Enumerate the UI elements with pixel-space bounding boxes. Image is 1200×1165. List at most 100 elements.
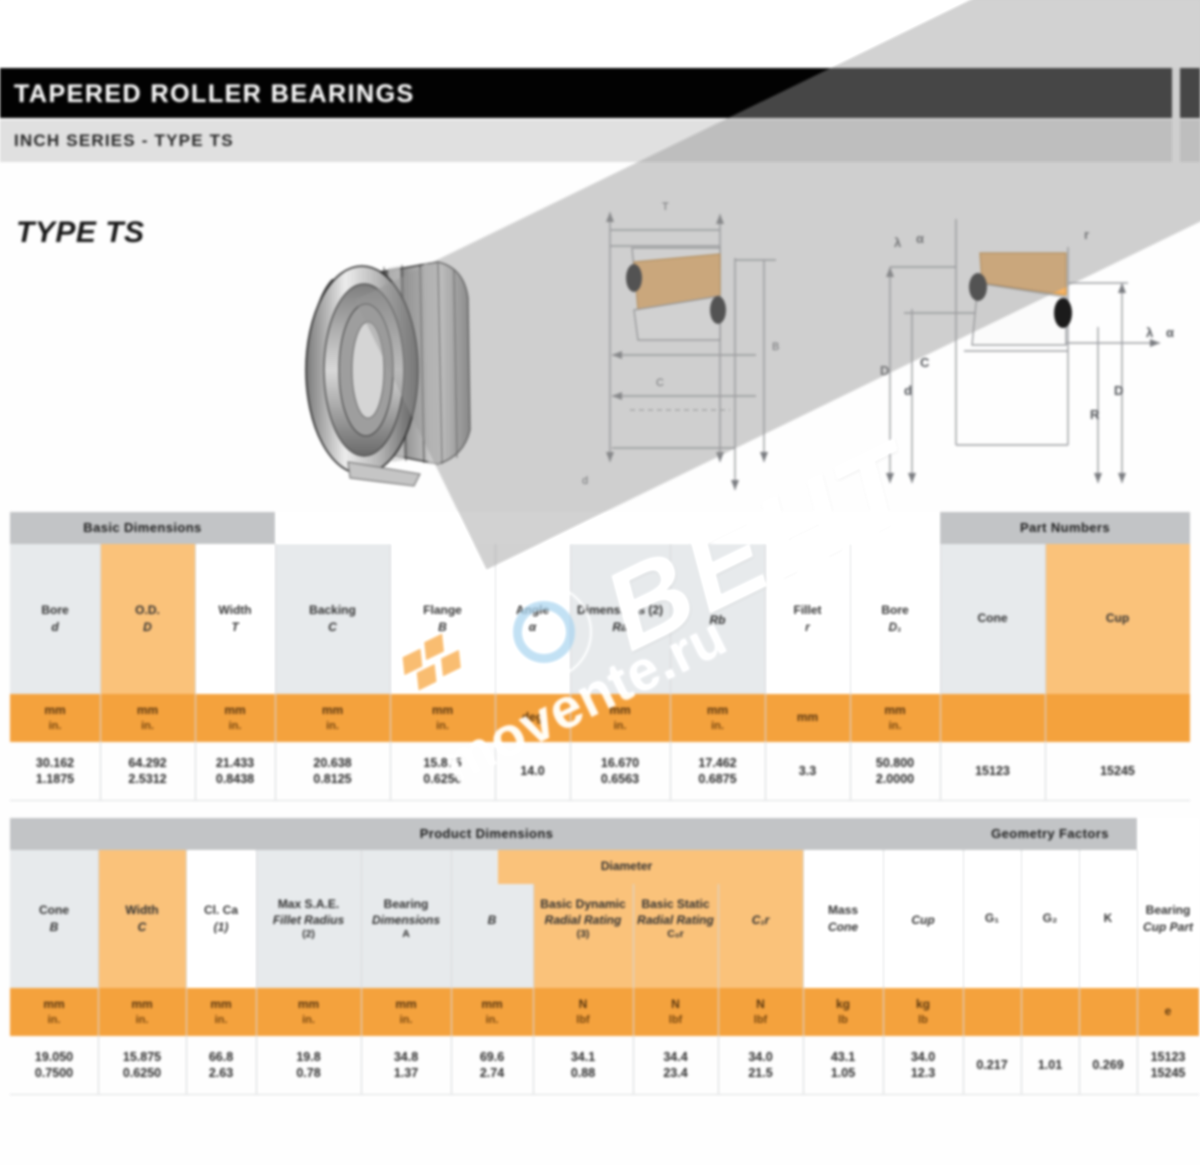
svg-text:λ: λ [1146,325,1154,340]
table-column-divider [100,544,101,800]
table-unit-cell [963,988,1021,1036]
table-column-divider [765,544,766,800]
table-data-cell: 0.217 [976,1058,1008,1072]
svg-text:C: C [656,377,664,389]
svg-text:d: d [582,475,588,487]
table-column-divider [390,544,391,800]
table-column-divider [98,850,99,1094]
table-column-divider [451,850,452,1094]
table-column-divider [963,850,964,1094]
table-unit-cell [940,694,1045,742]
table-column-header: Cup [1045,544,1190,694]
table-data-cell: 0.269 [1092,1058,1124,1072]
table-column-divider [883,850,884,1094]
table-column-divider [495,544,496,800]
table-column-divider [850,544,851,800]
table-column-header: K [1079,850,1137,988]
table-column-divider [1045,544,1046,800]
table-data-cell: 14.0 [520,764,545,778]
table-column-divider [1021,850,1022,1094]
table-subgroup-header: Diameter [498,850,755,884]
table-column-divider [195,544,196,800]
title-bar-right-stub [1180,68,1200,118]
table-column-divider [186,850,187,1094]
table-group-header [275,512,940,544]
svg-text:α: α [916,231,924,246]
table-group-header: Basic Dimensions [10,512,275,544]
table-column-header: Rb [670,544,765,694]
table-unit-cell [1021,988,1079,1036]
table-data-cell: 15245 [1100,764,1135,778]
table-unit-cell: e [1164,1004,1172,1019]
table-column-divider [633,850,634,1094]
table-unit-cell [1045,694,1190,742]
table-column-header: Max S.A.E.Fillet Radius(2) [256,850,361,988]
table-bottom-rule [10,1094,1199,1095]
subtitle-bar-right-stub [1180,120,1200,162]
table-column-divider [361,850,362,1094]
table-column-divider [940,544,941,800]
table-group-header [1137,818,1199,850]
svg-text:B: B [772,341,779,353]
table-column-divider [803,850,804,1094]
svg-text:α: α [1166,325,1174,340]
bearing-cross-section-diagram: T B C d [560,200,860,500]
table-bottom-rule [10,800,1190,801]
table-data-cell: 3.3 [798,764,817,778]
page-title: TAPERED ROLLER BEARINGS [14,80,415,108]
table-unit-cell [1079,988,1137,1036]
table-column-divider [533,850,534,1094]
table-group-header: Part Numbers [940,512,1190,544]
svg-text:d: d [904,383,912,398]
svg-text:D: D [1114,383,1123,398]
table-column-header: Dimensions (2)Ra [570,544,670,694]
table-unit-cell: mm [796,710,819,725]
table-column-header: Cl. Ca(1) [186,850,256,988]
table-column-divider [570,544,571,800]
table-column-divider [275,544,276,800]
svg-text:r: r [1084,227,1089,242]
table-column-divider [256,850,257,1094]
table-group-header: Geometry Factors [963,818,1137,850]
table-column-header: G₂ [1021,850,1079,988]
table-column-header: O.D.D [100,544,195,694]
table-column-divider [670,544,671,800]
bearing-type-label: TYPE TS [16,216,145,249]
